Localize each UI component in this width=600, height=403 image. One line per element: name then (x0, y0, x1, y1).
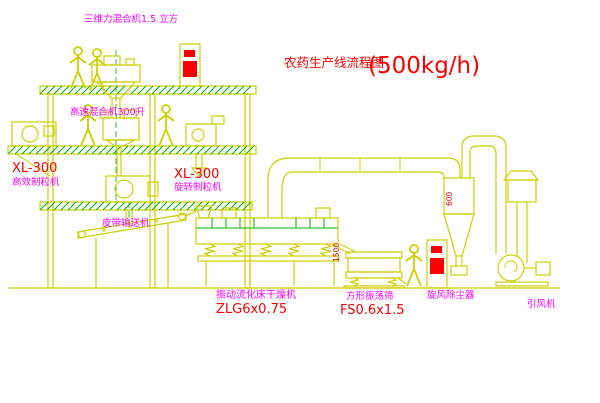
floor-slab-2 (7, 145, 257, 155)
high-speed-mixer (99, 109, 140, 176)
person-figure (69, 46, 87, 89)
title-name: 农药生产线流程图 (284, 55, 384, 70)
belt-conveyor (77, 212, 187, 288)
column (244, 93, 251, 289)
person-figure (405, 244, 423, 287)
exhaust-duct (267, 157, 461, 218)
label-granulator-rotary-model: XL-300 (174, 167, 219, 182)
fluid-bed-dryer (185, 205, 339, 286)
label-granulator-rotary-name: 旋转制粒机 (174, 181, 222, 193)
mixer-3d (91, 55, 141, 118)
dim-cyclone-diameter: 600 (445, 191, 454, 206)
label-fan-name: 引风机 (527, 298, 556, 310)
label-sieve-name: 方形振荡筛 (346, 290, 394, 302)
label-belt-conveyor: 皮带输送机 (102, 217, 150, 229)
exhaust-stack (502, 170, 540, 263)
label-cyclone-name: 旋风除尘器 (427, 289, 475, 301)
label-top-mixer: 三维力混合机1.5 立方 (84, 13, 178, 25)
slab-brace (15, 153, 51, 177)
person-figure (157, 104, 175, 147)
dim-sieve-inlet: 1500 (332, 243, 341, 262)
label-granulator-left-model: XL-300 (12, 161, 57, 176)
mill (185, 115, 225, 177)
cyclone-separator (443, 177, 475, 276)
title-capacity: (500kg/h) (368, 53, 480, 79)
label-granulator-left-name: 高效制粒机 (12, 176, 60, 188)
label-high-speed-mixer: 高速混合机300升 (70, 106, 146, 118)
label-sieve-model: FS0.6x1.5 (340, 303, 405, 318)
square-sieve (331, 243, 407, 289)
label-fluid-bed-name: 振动流化床干燥机 (216, 288, 296, 301)
column (149, 93, 156, 289)
column (47, 93, 54, 289)
outlet-duct (461, 135, 507, 254)
label-fluid-bed-model: ZLG6x0.75 (216, 302, 287, 317)
roof-slab (39, 85, 257, 95)
granulator-rotary (105, 175, 159, 223)
control-cabinet-2 (426, 239, 448, 289)
granulator-left (11, 121, 57, 147)
induced-draft-fan (495, 254, 551, 287)
control-cabinet-1 (179, 43, 201, 87)
